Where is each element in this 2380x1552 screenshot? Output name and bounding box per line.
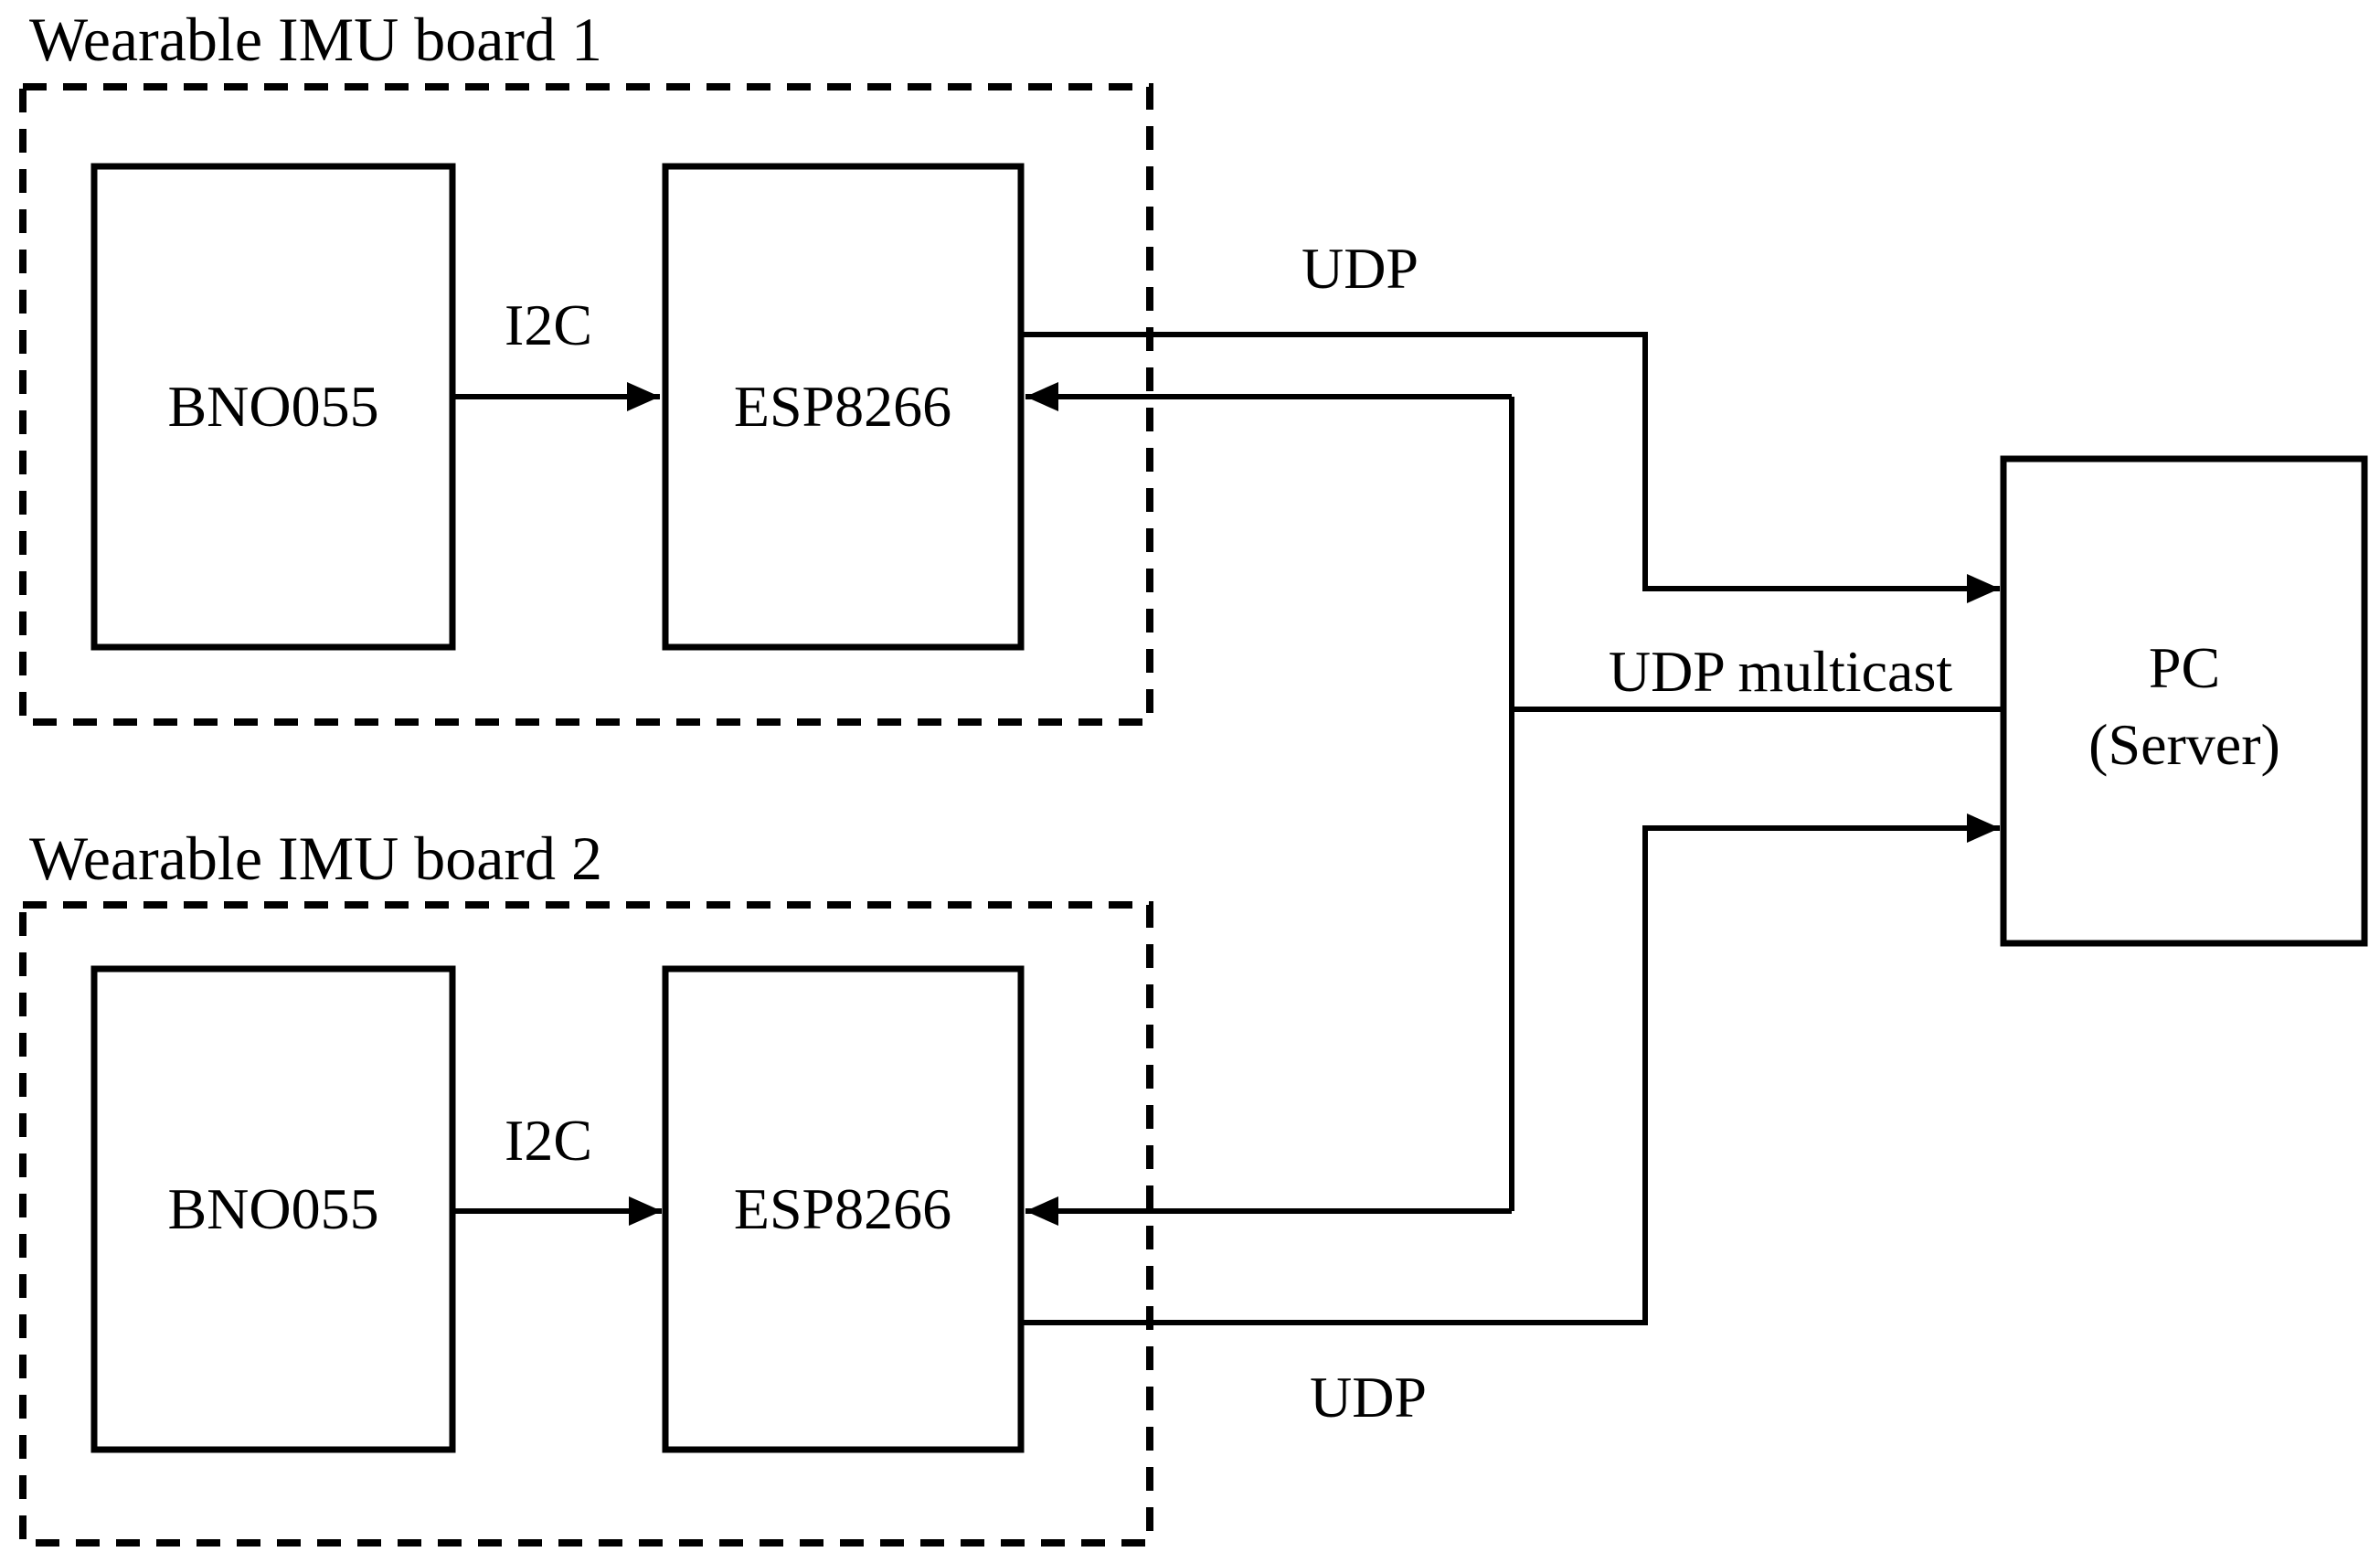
pc-label: PC bbox=[2149, 635, 2220, 700]
i2c-label-board2: I2C bbox=[505, 1108, 592, 1173]
board2-title: Wearable IMU board 2 bbox=[29, 824, 602, 893]
esp8266-label-board2: ESP8266 bbox=[734, 1176, 951, 1241]
udp-label-board2: UDP bbox=[1310, 1365, 1427, 1430]
bno055-box-board1 bbox=[90, 163, 456, 651]
bno055-label-board2: BNO055 bbox=[167, 1176, 378, 1241]
udp-line-board1-to-pc bbox=[1021, 332, 2000, 603]
bno055-box-board2 bbox=[90, 965, 456, 1453]
i2c-label-board1: I2C bbox=[505, 292, 592, 357]
board1-title: Wearable IMU board 1 bbox=[29, 5, 602, 74]
udp-multicast-label: UDP multicast bbox=[1609, 639, 1953, 704]
server-label: (Server) bbox=[2088, 712, 2280, 777]
pc-server-box bbox=[2000, 455, 2368, 947]
udp-line-board2-to-pc bbox=[1021, 813, 2000, 1325]
udp-label-board1: UDP bbox=[1302, 236, 1418, 301]
board1-dashed-outline bbox=[19, 83, 1153, 726]
bno055-label-board1: BNO055 bbox=[167, 374, 378, 439]
esp8266-label-board1: ESP8266 bbox=[734, 374, 951, 439]
board2-dashed-outline bbox=[19, 901, 1153, 1547]
esp8266-box-board1 bbox=[662, 163, 1025, 651]
esp8266-box-board2 bbox=[662, 965, 1025, 1453]
